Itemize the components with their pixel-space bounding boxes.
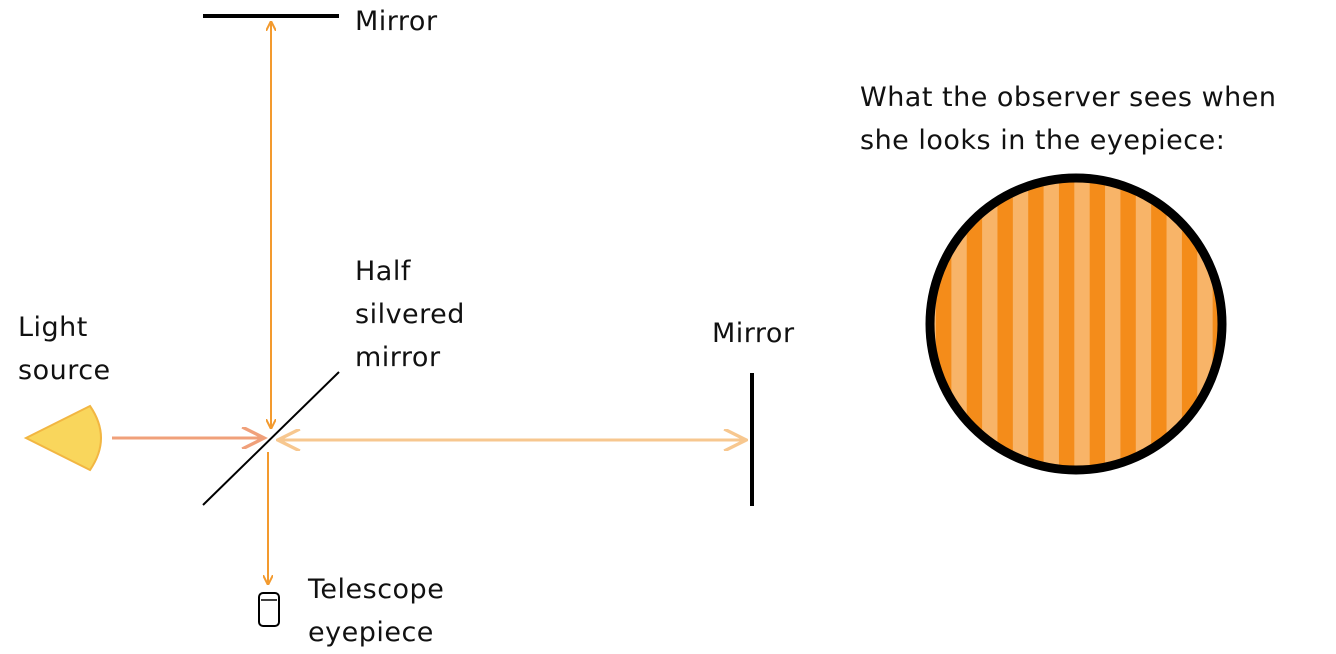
fringe-band: [1120, 178, 1136, 470]
half-silvered-mirror-label: Half silvered mirror: [355, 256, 465, 373]
fringe-band: [1058, 178, 1075, 470]
half-silvered-mirror: [202, 371, 340, 506]
light-source-label: Light source: [18, 312, 111, 386]
fringe-band: [1151, 178, 1167, 470]
fringe-band: [997, 178, 1013, 470]
fringe-band: [1028, 178, 1044, 470]
telescope-eyepiece-label: Telescope eyepiece: [308, 574, 445, 648]
fringe-band: [1089, 178, 1106, 470]
fringe-band: [1181, 178, 1198, 470]
observer-caption: What the observer sees when she looks in…: [860, 82, 1277, 156]
right-mirror-label: Mirror: [712, 318, 795, 349]
fringe-band: [936, 178, 952, 470]
top-mirror-label: Mirror: [355, 6, 438, 37]
fringe-band: [966, 178, 983, 470]
telescope-eyepiece-icon: [258, 592, 280, 627]
light-source-icon: [23, 404, 102, 472]
fringe-band: [1212, 178, 1222, 470]
eyepiece-view: [925, 173, 1227, 475]
